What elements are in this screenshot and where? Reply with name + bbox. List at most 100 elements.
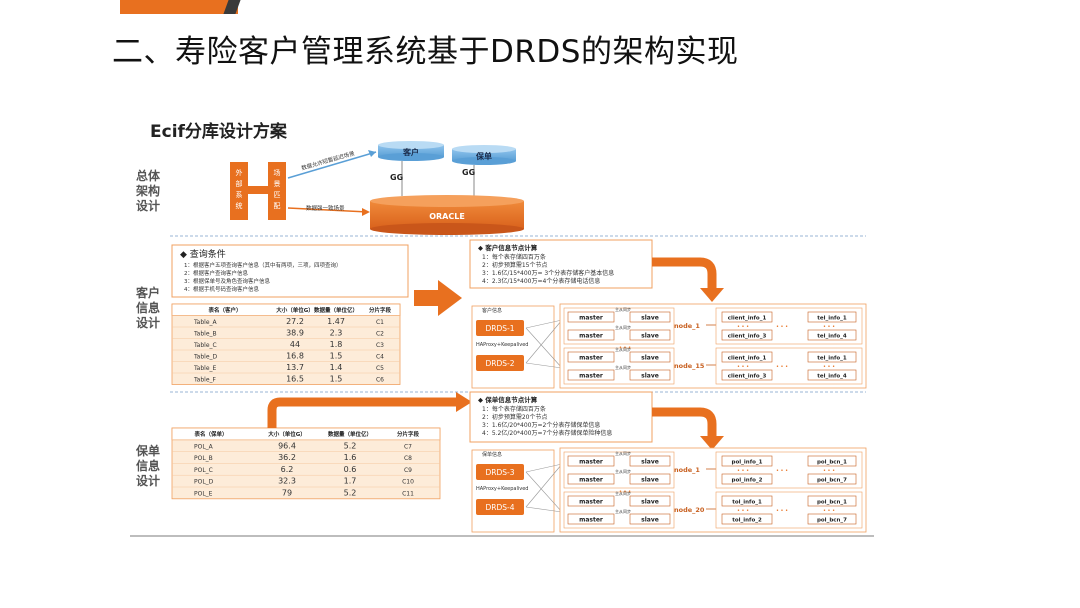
shard-label: pol_bcn_7 [817,518,847,524]
policy-table-cell: 5.2 [344,441,357,450]
drds-node-a-label: DRDS-3 [485,468,514,477]
gg-label-customer: GG [390,173,403,182]
policy-table-cell: C8 [404,455,412,462]
policy-table-cell: 79 [282,488,292,497]
shard-box [807,369,857,381]
customer-table-cell: C5 [376,365,384,372]
svg-text:设计: 设计 [136,198,160,213]
master-label: master [579,373,603,380]
master-box [567,473,615,485]
svg-text:景: 景 [274,180,281,188]
dots-separator: • • • [823,468,835,474]
dots-separator: • • • [823,508,835,514]
svg-text:◆ 查询条件: ◆ 查询条件 [180,248,226,260]
link-line [525,319,563,364]
slave-box [629,311,671,323]
customer-table-header: 表名（客户） [207,306,241,314]
arrow-to-oracle [287,207,369,213]
link-line [525,319,563,329]
node-label: node_20 [674,506,705,514]
svg-text:客户: 客户 [402,147,419,157]
policy-cluster: 保单信息DRDS-3HAProxy+KeepalivedDRDS-4master… [471,447,867,533]
policy-table-cell: 1.6 [344,453,357,462]
svg-text:架构: 架构 [135,183,160,198]
customer-cluster: 客户信息DRDS-1HAProxy+KeepalivedDRDS-2master… [471,303,867,389]
master-box [567,495,615,507]
sync-label: 主从同步 [615,450,631,456]
policy-table-cell: 5.2 [344,488,357,497]
policy-db-icon: 保单 [452,145,516,165]
sync-label: 主从同步 [615,324,631,330]
sync-label: 主从同步 [615,306,631,312]
customer-table-cell: 38.9 [286,328,304,337]
shard-box [807,473,857,485]
shard-box [721,311,773,323]
ha-label: HAProxy+Keepalived [476,486,528,492]
slave-box [629,495,671,507]
svg-text:场: 场 [274,168,281,177]
slide-title: 二、寿险客户管理系统基于DRDS的架构实现 [112,34,739,70]
svg-text:◆ 保单信息节点计算: ◆ 保单信息节点计算 [478,395,538,404]
svg-text:2：初步预算需20个节点: 2：初步预算需20个节点 [482,413,547,421]
slave-label: slave [641,499,659,506]
customer-table-cell: C1 [376,319,384,326]
shard-box [721,513,773,525]
master-label: master [579,477,603,484]
node-label: node_15 [674,362,705,370]
svg-text:ORACLE: ORACLE [429,212,465,221]
shard-box [807,455,857,467]
label-consistent-scene: 数据强一致场景 [306,204,345,212]
arrow-to-customer-cluster [414,280,462,316]
shard-label: tel_info_4 [817,374,847,380]
external-connector [248,186,268,194]
master-label: master [579,315,603,322]
customer-db-icon: 客户 [378,141,444,161]
shard-box [721,473,773,485]
svg-text:2：初步预算需15个节点: 2：初步预算需15个节点 [482,261,547,269]
policy-table-cell: 6.2 [281,465,294,474]
dots-separator: • • • [737,324,749,330]
gg-label-policy: GG [462,168,475,177]
link-line [525,463,563,473]
svg-text:4：2.3亿/15*400万=4个分表存储电话信息: 4：2.3亿/15*400万=4个分表存储电话信息 [482,277,600,285]
shard-box [807,329,857,341]
svg-text:1：每个表存储四百万条: 1：每个表存储四百万条 [482,405,546,413]
dots-separator: • • • [737,508,749,514]
sync-label: 主从同步 [615,508,631,514]
policy-table-cell: 0.6 [344,465,357,474]
drds-panel [471,305,555,389]
master-box [567,455,615,467]
policy-table-cell: POL_C [194,467,213,474]
svg-text:信息: 信息 [136,300,160,315]
master-box [567,351,615,363]
customer-table-cell: 1.4 [330,363,343,372]
policy-table-cell: 36.2 [278,453,296,462]
master-label: master [579,499,603,506]
policy-table-cell: 96.4 [278,441,296,450]
shard-box [807,311,857,323]
customer-table-header: 分片字段 [369,306,392,314]
shard-label: pol_info_1 [732,460,763,466]
policy-table-cell: POL_E [194,490,213,497]
policy-table-cell: 1.7 [344,477,357,486]
shard-label: pol_bcn_1 [817,500,847,506]
dots-separator: • • • [737,364,749,370]
customer-table-header: 数据量（单位亿） [314,306,358,314]
customer-table-cell: Table_D [193,353,218,360]
node-label: node_1 [674,322,700,330]
customer-table-cell: Table_E [193,365,217,372]
master-label: master [579,517,603,524]
master-label: master [579,459,603,466]
svg-text:客户: 客户 [135,285,160,300]
customer-table-bg [171,303,401,385]
policy-table-cell: C11 [402,490,414,497]
shard-box [721,351,773,363]
link-line [525,506,563,513]
customer-table-cell: C2 [376,330,384,337]
slave-box [629,473,671,485]
link-line [525,327,563,369]
dots-separator: • • • [823,364,835,370]
drds-panel [471,449,555,533]
drds-panel-label: 保单信息 [482,451,502,458]
